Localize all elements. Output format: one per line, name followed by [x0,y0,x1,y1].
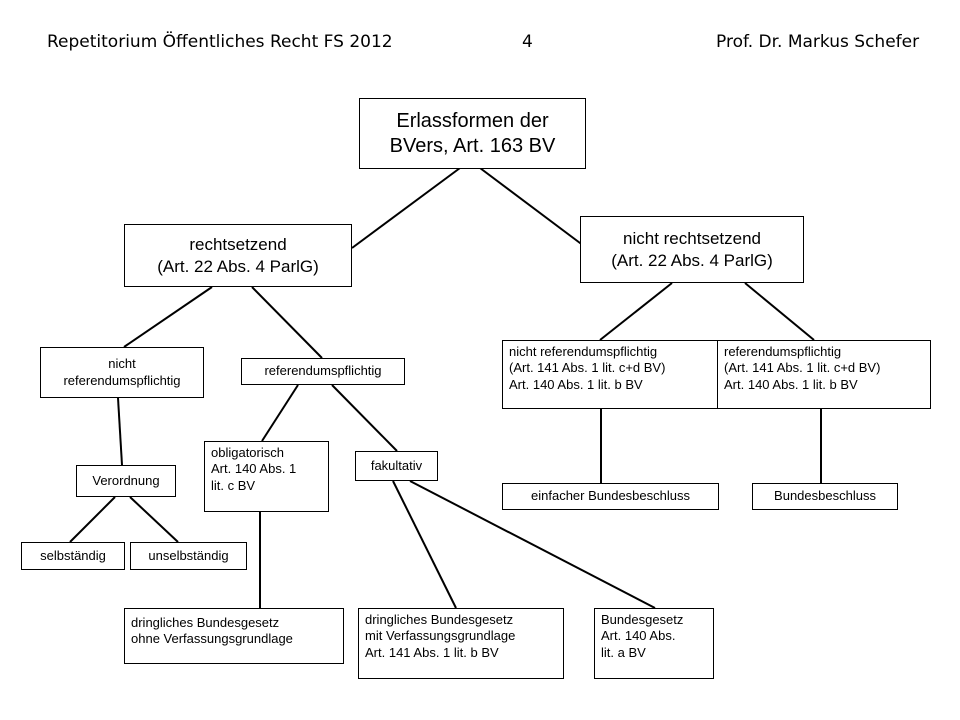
root-line-2: BVers, Art. 163 BV [389,134,556,157]
verordnung-label: Verordnung [92,472,160,488]
ref-right-line-2: (Art. 141 Abs. 1 lit. c+d BV) [724,360,881,376]
dringliches-mit-line-2: mit Verfassungsgrundlage [365,628,516,644]
header-course-title: Repetitorium Öffentliches Recht FS 2012 [47,32,393,52]
nicht-referendumspflichtig-right-box: nicht referendumspflichtig (Art. 141 Abs… [502,340,718,409]
nicht-rechtsetzend-line-1: nicht rechtsetzend [623,229,761,249]
unselbstaendig-box: unselbständig [130,542,247,570]
verordnung-box: Verordnung [76,465,176,497]
rechtsetzend-line-1: rechtsetzend [189,235,287,255]
ref-left-line-1: referendumspflichtig [264,363,382,379]
bundesgesetz-line-1: Bundesgesetz [601,612,684,627]
fakultativ-box: fakultativ [355,451,438,481]
root-erlassformen-box: Erlassformen der BVers, Art. 163 BV [359,98,586,169]
rechtsetzend-line-2: (Art. 22 Abs. 4 ParlG) [157,256,319,276]
selbstaendig-label: selbständig [40,547,106,563]
ref-right-line-3: Art. 140 Abs. 1 lit. b BV [724,376,858,392]
ref-right-line-1: referendumspflichtig [724,344,842,359]
nicht-ref-right-line-3: Art. 140 Abs. 1 lit. b BV [509,376,643,392]
connector-rechtsetzend-nicht-ref [123,286,213,348]
nicht-rechtsetzend-line-2: (Art. 22 Abs. 4 ParlG) [611,250,773,270]
header-page-number: 4 [522,32,533,52]
unselbstaendig-label: unselbständig [148,547,229,563]
bundesbeschluss-label: Bundesbeschluss [774,488,876,504]
connector-nicht-rechtsetzend-ref [744,282,815,341]
bundesgesetz-line-2: Art. 140 Abs. [601,628,676,644]
connector-nicht-rechtsetzend-nicht-ref [599,282,673,341]
dringliches-ohne-line-2: ohne Verfassungsgrundlage [131,631,293,647]
fakultativ-label: fakultativ [370,457,423,473]
einfacher-bb-label: einfacher Bundesbeschluss [531,488,690,504]
connector-root-nicht-rechtsetzend [479,167,585,247]
obligatorisch-line-1: obligatorisch [211,445,284,460]
connector-rechtsetzend-ref [251,286,323,359]
connector-nicht-ref-verordnung [117,397,123,466]
bundesgesetz-box: Bundesgesetz Art. 140 Abs. lit. a BV [594,608,714,679]
bundesbeschluss-box: Bundesbeschluss [752,483,898,510]
dringliches-ohne-line-1: dringliches Bundesgesetz [131,615,280,630]
rechtsetzend-box: rechtsetzend (Art. 22 Abs. 4 ParlG) [124,224,352,287]
nicht-ref-right-line-2: (Art. 141 Abs. 1 lit. c+d BV) [509,360,666,376]
connector-verordnung-selbstaendig [69,496,116,543]
nicht-rechtsetzend-box: nicht rechtsetzend (Art. 22 Abs. 4 ParlG… [580,216,804,283]
obligatorisch-box: obligatorisch Art. 140 Abs. 1 lit. c BV [204,441,329,512]
referendumspflichtig-right-box: referendumspflichtig (Art. 141 Abs. 1 li… [717,340,931,409]
nicht-ref-right-line-1: nicht referendumspflichtig [509,344,658,359]
obligatorisch-line-2: Art. 140 Abs. 1 [211,461,297,477]
bundesgesetz-line-3: lit. a BV [601,644,646,660]
connector-ref-fakultativ [331,384,398,452]
dringliches-mit-line-1: dringliches Bundesgesetz [365,612,514,627]
connector-fakultativ-bundesgesetz [409,480,656,609]
connector-verordnung-unselbstaendig [129,496,179,543]
nicht-ref-left-line-1: nicht [108,356,136,372]
dringliches-ohne-box: dringliches Bundesgesetz ohne Verfassung… [124,608,344,664]
einfacher-bundesbeschluss-box: einfacher Bundesbeschluss [502,483,719,510]
header-author: Prof. Dr. Markus Schefer [716,32,920,52]
obligatorisch-line-3: lit. c BV [211,477,256,493]
nicht-ref-left-line-2: referendumspflichtig [63,372,181,388]
connector-ref-obligatorisch [261,384,299,442]
connector-root-rechtsetzend [351,167,461,249]
dringliches-mit-line-3: Art. 141 Abs. 1 lit. b BV [365,644,499,660]
root-line-1: Erlassformen der [396,109,549,132]
referendumspflichtig-left-box: referendumspflichtig [241,358,405,385]
selbstaendig-box: selbständig [21,542,125,570]
dringliches-mit-box: dringliches Bundesgesetz mit Verfassungs… [358,608,564,679]
connector-fakultativ-dringlich-mit [392,480,457,609]
nicht-referendumspflichtig-left-box: nicht referendumspflichtig [40,347,204,398]
